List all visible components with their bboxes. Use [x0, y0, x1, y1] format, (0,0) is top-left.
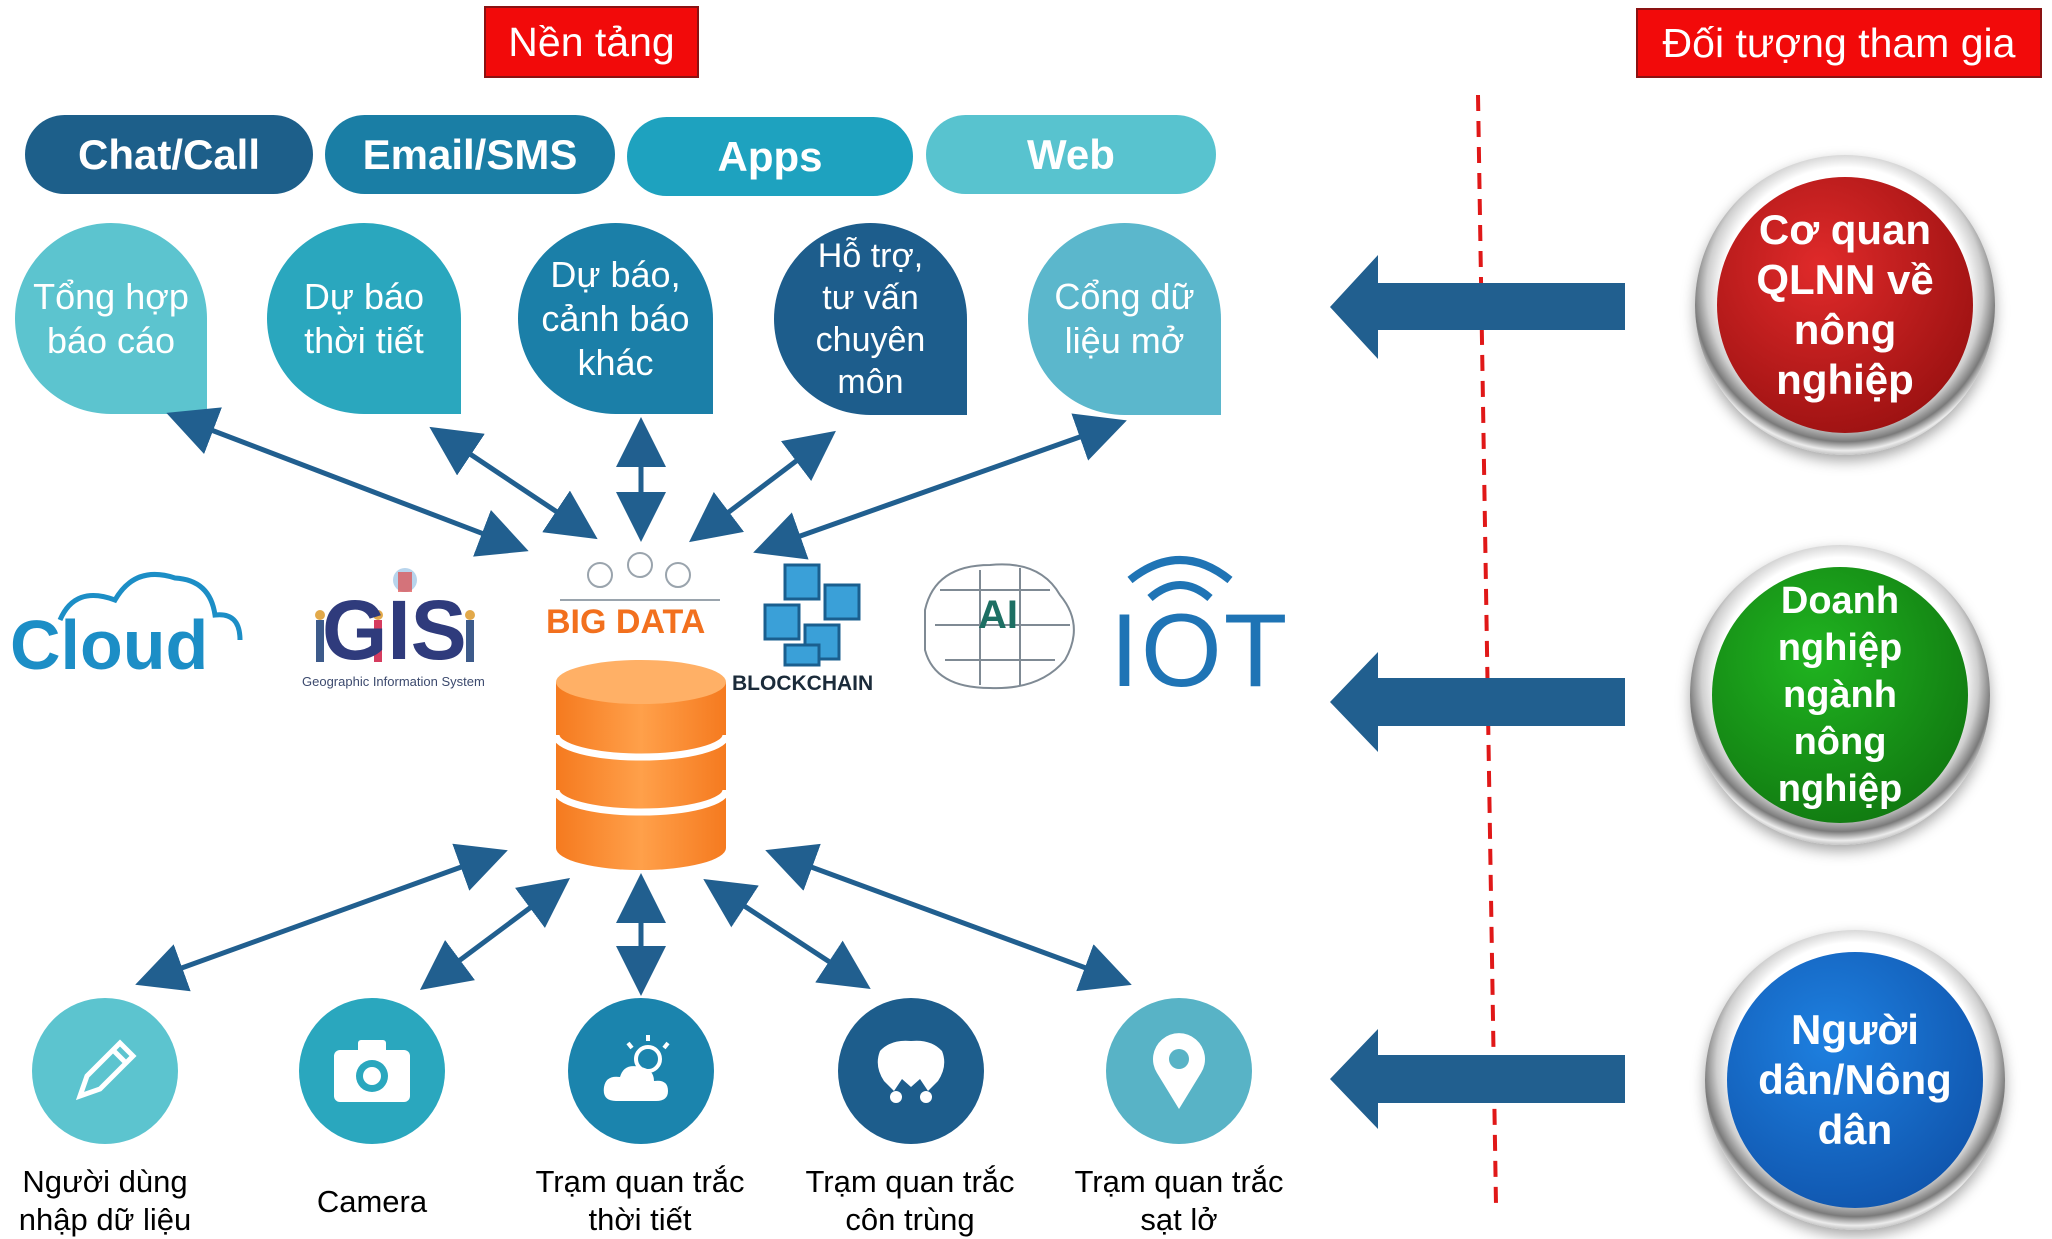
gis-decor-icon [315, 568, 475, 662]
connector-open-data [753, 413, 1127, 560]
service-label: Tổng hợp báo cáo [33, 275, 189, 361]
source-insect-station [838, 998, 984, 1144]
cloud-logo-icon [57, 572, 243, 641]
participant-enterprise: Doanh nghiệp ngành nông nghiệp [1690, 545, 1990, 845]
connector-reports [166, 407, 529, 557]
source-weather-station [568, 998, 714, 1144]
gis-logo-label: GIS [322, 583, 467, 677]
channel-label: Apps [717, 132, 823, 180]
connector-landslide-station [765, 843, 1132, 992]
participant-label: Người dân/Nông dân [1758, 1006, 1952, 1153]
participant-enterprise-badge: Doanh nghiệp ngành nông nghiệp [1712, 567, 1968, 823]
participant-government: Cơ quan QLNN về nông nghiệp [1695, 155, 1995, 455]
channel-label: Email/SMS [362, 130, 578, 178]
service-bubble-warnings: Dự báo, cảnh báo khác [518, 223, 713, 414]
participant-label: Cơ quan QLNN về nông nghiệp [1756, 206, 1934, 403]
source-label-insect-station: Trạm quan trắc côn trùng [805, 1164, 1015, 1237]
participant-arrow-government [1330, 255, 1625, 359]
source-user-input [32, 998, 178, 1144]
source-label-weather-station: Trạm quan trắc thời tiết [535, 1164, 745, 1237]
gis-caption: Geographic Information System [302, 674, 485, 689]
source-label-camera: Camera [316, 1184, 428, 1219]
ai-logo-label: AI [978, 593, 1018, 637]
blockchain-logo: BLOCKCHAIN [732, 672, 873, 696]
bottom-connectors [135, 843, 1132, 996]
source-landslide-station [1106, 998, 1252, 1144]
ai-logo: AI [978, 593, 1018, 638]
channel-label: Web [1027, 130, 1115, 178]
insect-icon [877, 1040, 945, 1103]
service-bubble-open-data: Cổng dữ liệu mở [1028, 223, 1221, 415]
blockchain-logo-icon [763, 563, 861, 667]
service-label: Cổng dữ liệu mở [1054, 276, 1195, 361]
participants-divider [1476, 94, 1498, 1206]
service-label: Dự báo, cảnh báo khác [541, 253, 690, 383]
ai-brain-icon [924, 563, 1075, 690]
big-data-logo-label: BIG DATA [546, 603, 706, 641]
participant-arrow-farmers [1330, 1029, 1625, 1129]
connector-user-input [135, 843, 508, 992]
pencil-icon [75, 1039, 137, 1101]
big-data-decor-icon [560, 552, 720, 601]
service-bubble-consulting: Hỗ trợ, tư vấn chuyên môn [774, 223, 967, 415]
connector-camera [419, 878, 571, 990]
participants-header-label: Đối tượng tham gia [1662, 19, 2016, 66]
gis-caption-label: Geographic Information System [302, 674, 485, 689]
source-label-user-input: Người dùng nhập dữ liệu [18, 1164, 192, 1237]
camera-icon [334, 1040, 410, 1102]
connector-insect-station [703, 879, 871, 989]
service-bubble-weather: Dự báo thời tiết [267, 223, 461, 414]
connector-consulting [689, 430, 836, 543]
location-pin-icon [1153, 1033, 1205, 1109]
gis-logo: GIS [322, 582, 467, 679]
source-camera [299, 998, 445, 1144]
cloud-logo: Cloud [10, 605, 208, 685]
iot-logo-label: IOT [1110, 593, 1290, 709]
participant-government-badge: Cơ quan QLNN về nông nghiệp [1717, 177, 1973, 433]
top-connectors [166, 407, 1127, 560]
channel-email-sms: Email/SMS [325, 115, 615, 194]
blockchain-logo-label: BLOCKCHAIN [732, 672, 874, 695]
big-data-database-icon [552, 660, 730, 870]
source-label-landslide-station: Trạm quan trắc sạt lở [1074, 1164, 1284, 1237]
weather-icon [603, 1035, 670, 1101]
service-label: Dự báo thời tiết [303, 275, 425, 361]
platform-header: Nền tảng [484, 6, 699, 78]
big-data-logo: BIG DATA [546, 603, 705, 642]
participant-farmers: Người dân/Nông dân [1705, 930, 2005, 1230]
connector-weather [429, 426, 598, 540]
iot-logo: IOT [1110, 592, 1289, 711]
participants-header: Đối tượng tham gia [1636, 8, 2042, 78]
participant-label: Doanh nghiệp ngành nông nghiệp [1777, 579, 1903, 810]
platform-header-label: Nền tảng [508, 18, 675, 65]
participant-arrow-enterprise [1330, 652, 1625, 752]
channel-web: Web [926, 115, 1216, 194]
service-label: Hỗ trợ, tư vấn chuyên môn [815, 237, 926, 401]
channel-apps: Apps [627, 117, 913, 196]
channel-chat-call: Chat/Call [25, 115, 313, 194]
service-bubble-reports: Tổng hợp báo cáo [15, 223, 207, 414]
cloud-logo-label: Cloud [10, 606, 209, 684]
participant-farmers-badge: Người dân/Nông dân [1727, 952, 1983, 1208]
channel-label: Chat/Call [77, 130, 261, 178]
iot-wifi-icon [1127, 556, 1233, 602]
